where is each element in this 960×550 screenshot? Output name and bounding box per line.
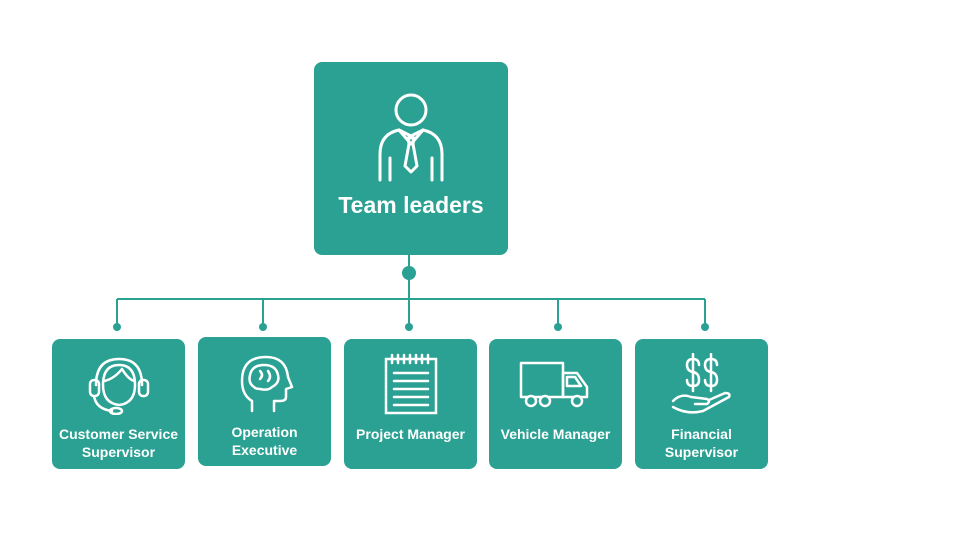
team-leaders-label: Team leaders [338, 192, 484, 218]
head-brain-icon [240, 355, 294, 413]
vehicle-manager-node: Vehicle Manager [489, 339, 622, 469]
project-manager-label: Project Manager [356, 426, 465, 442]
delivery-truck-icon [519, 361, 589, 408]
branch-dot-4 [554, 323, 562, 331]
junction-dot [402, 266, 416, 280]
branch-dot-3 [405, 323, 413, 331]
businessman-icon [378, 93, 444, 182]
headset-agent-icon [88, 357, 150, 415]
financial-supervisor-label: Financial Supervisor [664, 426, 739, 460]
team-leaders-node: Team leaders [314, 62, 508, 255]
operation-executive-label: Operation Executive [231, 424, 298, 458]
money-hand-icon [671, 353, 731, 414]
vehicle-manager-label: Vehicle Manager [500, 426, 611, 442]
operation-executive-node: Operation Executive [198, 337, 331, 466]
customer-service-supervisor-node: Customer Service Supervisor [52, 339, 185, 469]
notepad-icon [384, 353, 438, 415]
branch-dot-5 [701, 323, 709, 331]
financial-supervisor-node: Financial Supervisor [635, 339, 768, 469]
customer-service-supervisor-label: Customer Service Supervisor [58, 426, 179, 460]
project-manager-node: Project Manager [344, 339, 477, 469]
branch-dot-2 [259, 323, 267, 331]
branch-dot-1 [113, 323, 121, 331]
